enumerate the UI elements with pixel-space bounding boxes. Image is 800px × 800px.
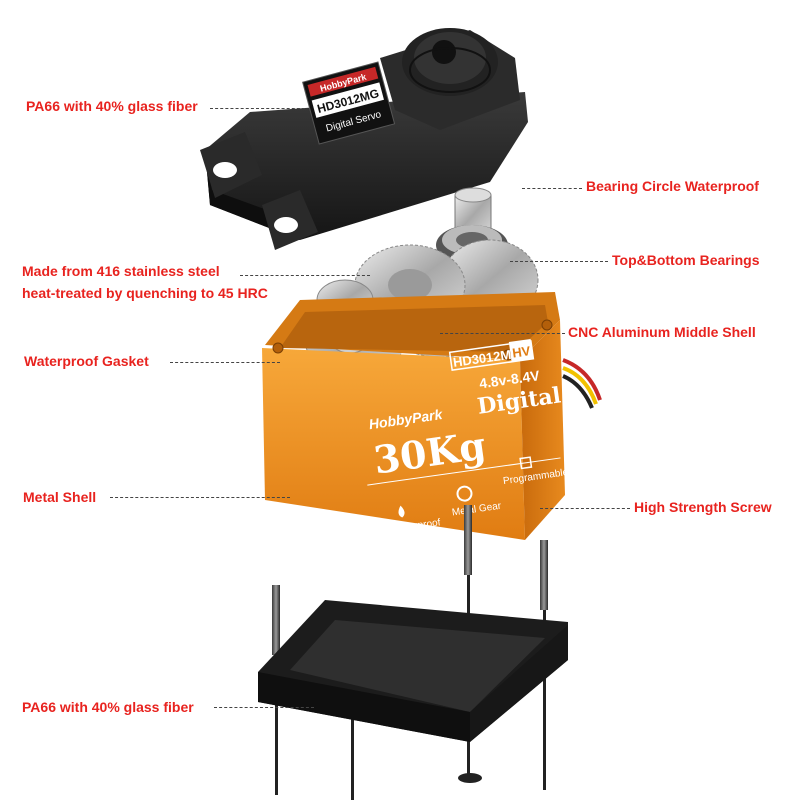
leader-bottom-case [214,707,314,708]
leader-metal-shell [110,497,290,498]
label-top-case: PA66 with 40% glass fiber [26,98,198,114]
label-middle-shell: CNC Aluminum Middle Shell [568,324,756,340]
label-gears-line1: Made from 416 stainless steel [22,263,220,279]
bottom-case [258,600,568,742]
leader-bearing-waterproof [522,188,582,189]
leader-middle-shell [440,333,565,334]
leader-bearings [510,261,608,262]
leader-screw [540,508,630,509]
label-bearings: Top&Bottom Bearings [612,252,760,268]
shell-hv-badge: HV [511,343,531,360]
leader-top-case [210,108,305,109]
label-gears-line2: heat-treated by quenching to 45 HRC [22,285,268,301]
leader-gears [240,275,370,276]
program-icon [519,456,533,470]
label-bearing-waterproof: Bearing Circle Waterproof [586,178,759,194]
leader-gasket [170,362,280,363]
top-case: HobbyPark HD3012MG Digital Servo [200,28,528,250]
waterproof-icon [398,505,405,518]
label-gasket: Waterproof Gasket [24,353,149,369]
label-screw: High Strength Screw [634,499,772,515]
label-metal-shell: Metal Shell [23,489,97,505]
metal-shell: HD3012MG HV HobbyPark 4.8v-8.4V Digital … [262,292,602,540]
label-bottom-case: PA66 with 40% glass fiber [22,699,194,715]
gear-icon [456,485,473,502]
